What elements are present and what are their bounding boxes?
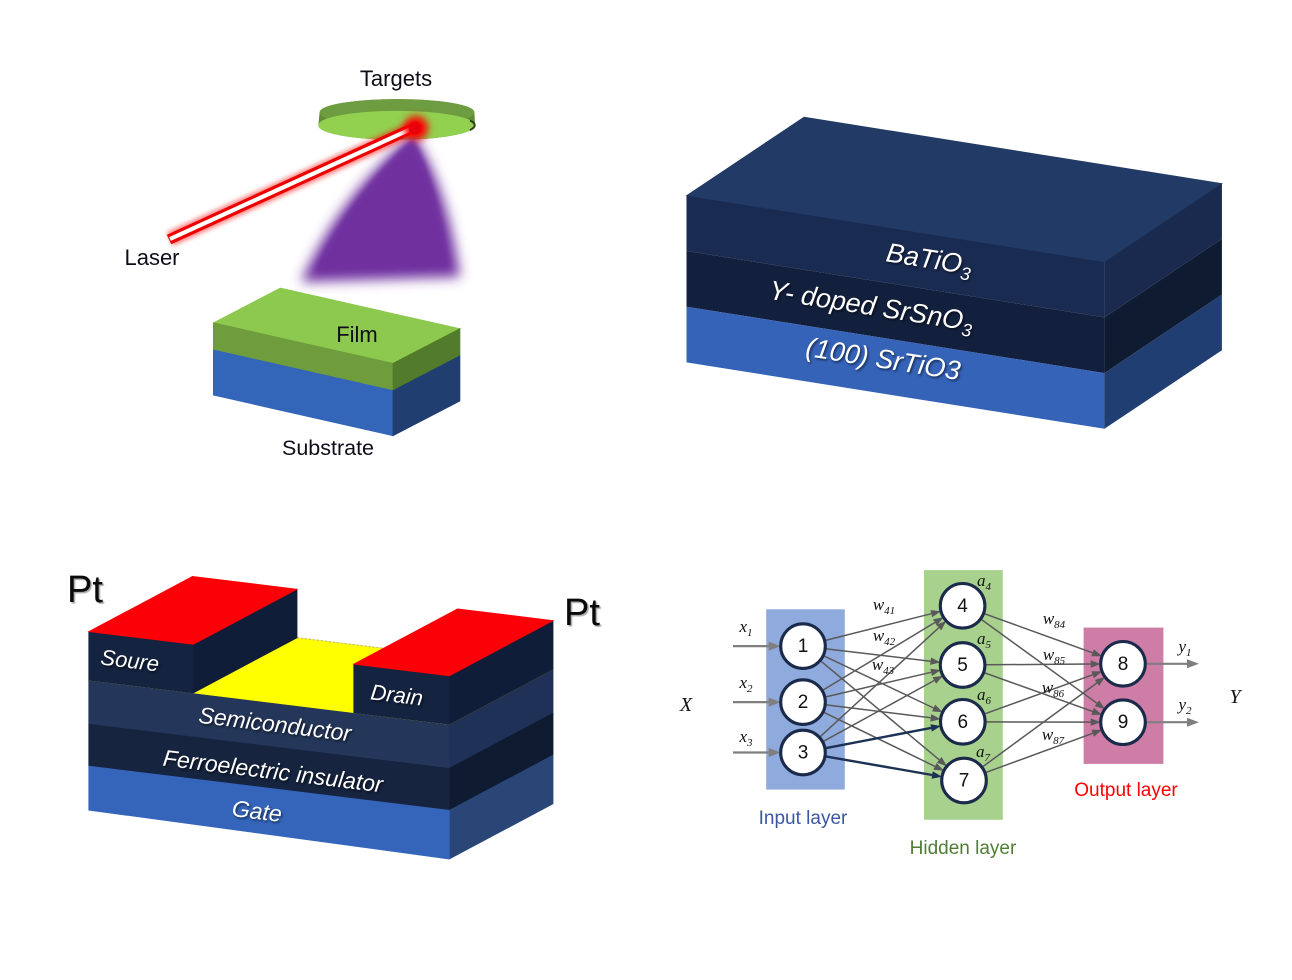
- svg-text:3: 3: [798, 743, 809, 764]
- svg-text:Pt: Pt: [564, 592, 600, 634]
- svg-text:7: 7: [959, 771, 970, 792]
- svg-text:Laser: Laser: [124, 245, 179, 270]
- svg-text:Targets: Targets: [360, 66, 432, 91]
- svg-text:2: 2: [798, 692, 809, 713]
- svg-text:Hidden layer: Hidden layer: [910, 838, 1017, 859]
- svg-text:1: 1: [798, 636, 809, 657]
- svg-text:Y: Y: [1229, 686, 1242, 708]
- svg-text:6: 6: [958, 712, 969, 733]
- svg-text:Film: Film: [336, 322, 378, 347]
- svg-text:9: 9: [1118, 712, 1129, 733]
- svg-text:Output layer: Output layer: [1074, 780, 1178, 801]
- svg-text:8: 8: [1118, 654, 1129, 675]
- svg-text:X: X: [679, 694, 693, 716]
- svg-text:Substrate: Substrate: [282, 436, 374, 460]
- svg-text:Gate: Gate: [231, 795, 284, 827]
- svg-text:Pt: Pt: [67, 569, 103, 611]
- svg-text:Input layer: Input layer: [759, 808, 848, 829]
- svg-text:5: 5: [957, 655, 968, 676]
- svg-text:4: 4: [957, 596, 968, 617]
